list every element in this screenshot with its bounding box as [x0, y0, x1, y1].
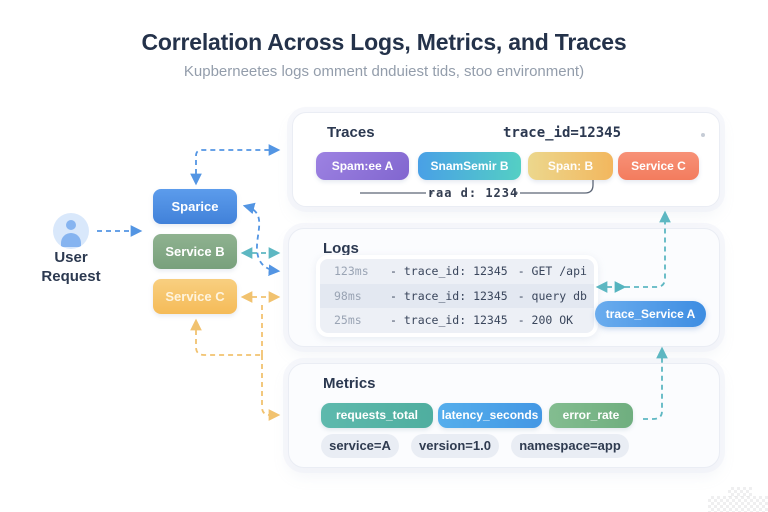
log-time: 98ms: [334, 288, 362, 303]
arrow-service-a-to-logs: [242, 202, 281, 277]
metrics-panel: Metrics requests_total latency_seconds e…: [288, 363, 720, 468]
traces-panel: Traces trace_id=12345 Spam:ee A SnamSemi…: [292, 112, 720, 207]
log-message: - GET /api: [517, 264, 587, 279]
page-subtitle: Kupberneetes logs omment dnduiest tids, …: [183, 63, 585, 80]
arrow-branch-to-service-c: [190, 318, 262, 356]
arrow-service-c-to-metrics: [261, 355, 281, 421]
metric-pill-requests-total: requests_total: [321, 403, 433, 428]
watermark-noise: [708, 496, 768, 512]
span-chip-b: SnamSemir B: [418, 152, 521, 180]
traces-panel-title: Traces: [327, 124, 375, 141]
user-avatar-icon: [53, 213, 89, 249]
service-c-box: Service C: [153, 279, 237, 314]
panel-corner-dot: [701, 133, 705, 137]
log-trace-id: - trace_id: 12345: [390, 288, 508, 303]
trace-service-badge: trace_Service A: [595, 301, 706, 327]
trace-id-value: trace_id=12345: [503, 125, 622, 141]
span-chip-d: Service C: [618, 152, 699, 180]
metric-pill-latency-seconds: latency_seconds: [438, 403, 542, 428]
log-time: 25ms: [334, 313, 362, 328]
log-message: - 200 OK: [517, 313, 574, 328]
arrow-service-a-to-traces: [190, 144, 281, 186]
logs-panel: Logs 123ms - trace_id: 12345 - GET /api …: [288, 228, 720, 347]
log-row: 25ms - trace_id: 12345 - 200 OK: [320, 308, 594, 333]
page-title: Correlation Across Logs, Metrics, and Tr…: [141, 29, 627, 55]
log-list: 123ms - trace_id: 12345 - GET /api 98ms …: [316, 255, 598, 337]
service-b-box: Service B: [153, 234, 237, 269]
label-pill-service: service=A: [321, 434, 399, 458]
log-row: 98ms - trace_id: 12345 - query db: [320, 283, 594, 309]
log-row: 123ms - trace_id: 12345 - GET /api: [320, 259, 594, 284]
avatar-body-shape: [61, 233, 81, 247]
log-trace-id: - trace_id: 12345: [390, 264, 508, 279]
watermark-noise: [728, 487, 752, 497]
metric-pill-error-rate: error_rate: [549, 403, 633, 428]
logs-panel-title: Logs: [323, 240, 359, 257]
user-request-label: User Request: [41, 249, 101, 285]
log-message: - query db: [517, 288, 587, 303]
metrics-panel-title: Metrics: [323, 375, 376, 392]
label-pill-version: version=1.0: [411, 434, 499, 458]
label-pill-namespace: namespace=app: [511, 434, 629, 458]
service-a-box: Sparice: [153, 189, 237, 224]
log-time: 123ms: [334, 264, 369, 279]
log-trace-id: - trace_id: 12345: [390, 313, 508, 328]
span-chip-a: Spam:ee A: [316, 152, 409, 180]
span-chip-c: Span: B: [528, 152, 613, 180]
avatar-head-shape: [66, 220, 76, 230]
